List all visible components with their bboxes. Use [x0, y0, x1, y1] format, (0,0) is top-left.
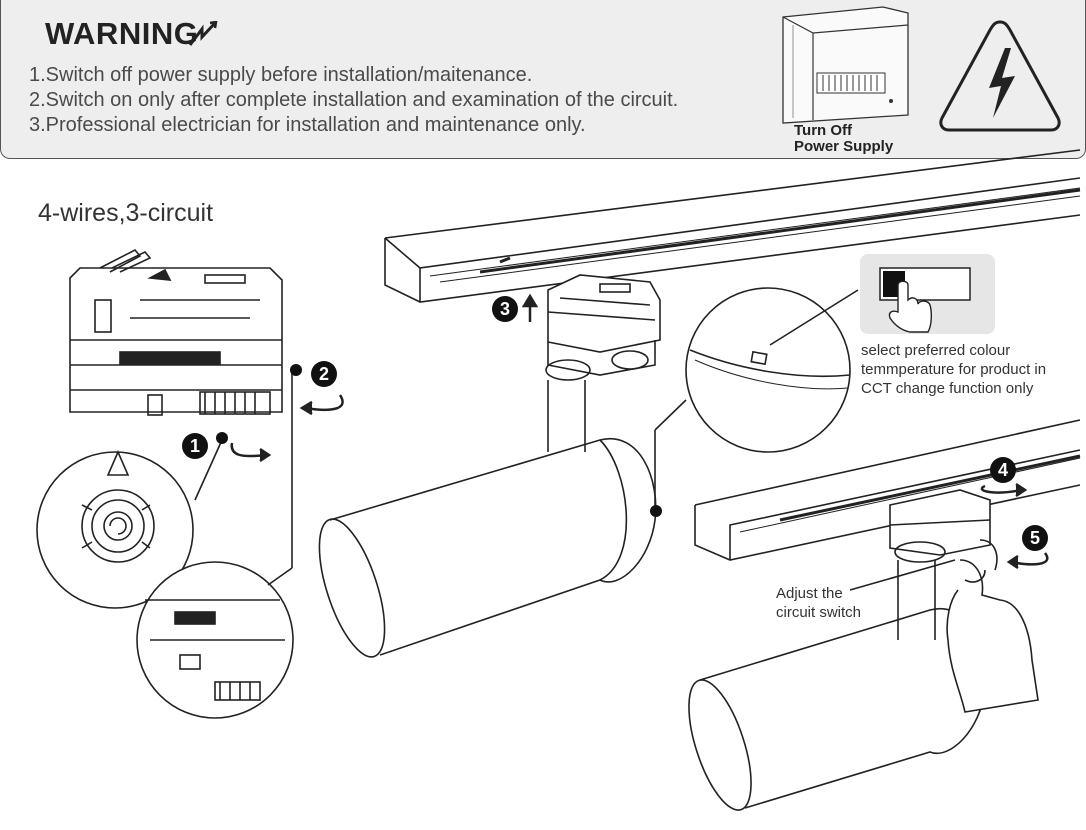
step-4-marker: 4: [990, 457, 1016, 483]
adjust-note: Adjust the circuit switch: [776, 584, 861, 622]
colour-note: select preferred colour temmperature for…: [861, 341, 1046, 398]
warning-line-1: 1.Switch off power supply before install…: [29, 64, 533, 86]
adjust-note-line-2: circuit switch: [776, 604, 862, 621]
step-1-marker: 1: [182, 433, 208, 459]
warning-title: WARNING: [45, 16, 199, 51]
hand-pointer-icon: [888, 280, 933, 333]
circuit-breaker-icon: [782, 6, 909, 124]
section-title: 4-wires,3-circuit: [38, 199, 214, 227]
warning-panel: WARNING 1.Switch off power supply before…: [0, 0, 1086, 159]
breaker-label-line-2: Power Supply: [794, 138, 894, 155]
colour-note-line-3: CCT change function only: [861, 380, 1034, 397]
high-voltage-triangle-icon: [939, 20, 1061, 132]
breaker-label: Turn Off Power Supply: [794, 123, 893, 155]
step-3-marker: 3: [492, 296, 518, 322]
step-5-marker: 5: [1022, 525, 1048, 551]
adjust-note-line-1: Adjust the: [776, 585, 843, 602]
colour-note-line-2: temmperature for product in: [861, 361, 1047, 378]
warning-line-3: 3.Professional electrician for installat…: [29, 114, 586, 136]
step-2-marker: 2: [311, 361, 337, 387]
warning-line-2: 2.Switch on only after complete installa…: [29, 89, 679, 111]
breaker-label-line-1: Turn Off: [794, 122, 853, 139]
colour-note-line-1: select preferred colour: [861, 342, 1011, 359]
lightning-bolt-icon: [188, 21, 218, 46]
